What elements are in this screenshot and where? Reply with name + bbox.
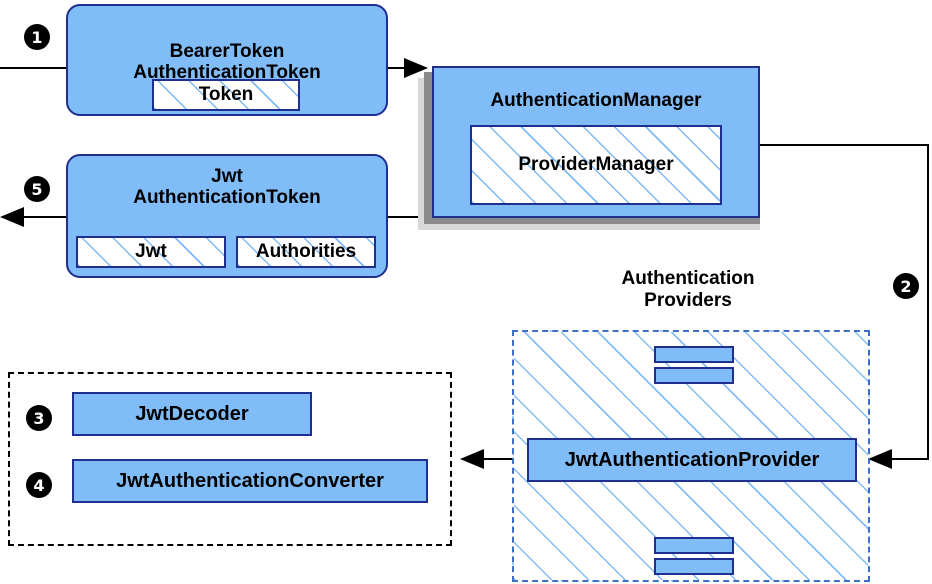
stacked-bars-bottom-lower[interactable]: [654, 558, 734, 575]
jwt-inner-jwt-box[interactable]: Jwt: [76, 236, 226, 268]
marker-1: 1: [24, 24, 50, 50]
bearer-token-inner-label: Token: [198, 84, 254, 105]
marker-3: 3: [26, 405, 52, 431]
jwt-inner-authorities-box[interactable]: Authorities: [236, 236, 376, 268]
jwt-inner-jwt-label: Jwt: [135, 241, 167, 262]
marker-2: 2: [893, 273, 919, 299]
stacked-bars-top-upper[interactable]: [654, 346, 734, 363]
stacked-bars-bottom-upper[interactable]: [654, 537, 734, 554]
authentication-providers-caption-line1: Authentication: [621, 268, 755, 289]
bearer-token-title-line2: AuthenticationToken: [133, 62, 321, 83]
provider-manager-label: ProviderManager: [518, 154, 674, 175]
jwt-authentication-token-title-line2: AuthenticationToken: [133, 187, 321, 209]
marker-4: 4: [26, 472, 52, 498]
authentication-manager-title: AuthenticationManager: [490, 90, 702, 111]
jwt-authentication-provider-label: JwtAuthenticationProvider: [564, 448, 820, 471]
bearer-token-title-line1: BearerToken: [169, 40, 285, 62]
edge-manager-to-provider: [760, 144, 929, 469]
authentication-providers-caption: Authentication Providers: [560, 268, 816, 312]
jwt-authentication-converter-box[interactable]: JwtAuthenticationConverter: [72, 459, 428, 503]
jwt-inner-authorities-label: Authorities: [255, 241, 357, 262]
jwt-authentication-converter-label: JwtAuthenticationConverter: [116, 469, 384, 492]
jwt-decoder-label: JwtDecoder: [135, 402, 249, 425]
stacked-bars-top-lower[interactable]: [654, 367, 734, 384]
authentication-providers-caption-line2: Providers: [644, 290, 732, 312]
bearer-token-inner-token-box[interactable]: Token: [152, 79, 300, 111]
jwt-authentication-token-title-line1: Jwt: [211, 166, 243, 187]
jwt-decoder-box[interactable]: JwtDecoder: [72, 392, 312, 436]
marker-5: 5: [24, 176, 50, 202]
provider-manager-box[interactable]: ProviderManager: [470, 125, 722, 205]
jwt-authentication-provider-box[interactable]: JwtAuthenticationProvider: [527, 438, 857, 482]
